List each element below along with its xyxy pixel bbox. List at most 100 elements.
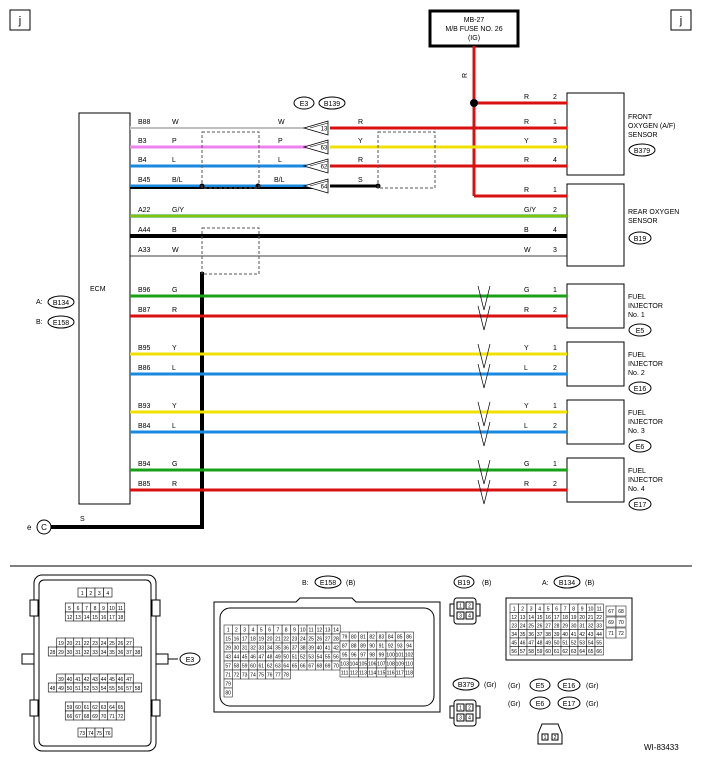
b134-pin-number: 46 [520,640,526,646]
e3-pin-number: 31 [75,650,81,656]
front-sensor-terminal: 4 [553,157,557,164]
e158-pin-number: 51 [292,655,298,661]
e3-pin-number: 21 [75,641,81,647]
e3-pin-number: 43 [92,677,98,683]
e3-pin-number: 37 [126,650,132,656]
e158-pin-number: 114 [368,671,376,677]
b134-pin-number: 51 [562,640,568,646]
e158-pin-number: 74 [250,673,256,679]
e158-pin-number: 112 [350,671,358,677]
injector-label: No. 2 [628,370,645,377]
e3-pin-number: 57 [126,686,132,692]
e158-pin-number: 38 [300,646,306,652]
e158-pin-number: 62 [267,664,273,670]
b379-connector-view: B379 (Gr) 1 2 3 4 [449,677,496,727]
joint-pin-label: 13 [321,127,328,133]
e158-pin-number: 49 [275,655,281,661]
b134-pin-number: 11 [597,606,602,612]
b134-pin-number: 17 [554,615,560,621]
injector-label: INJECTOR [628,419,663,426]
e158-pin-number: 4 [252,628,255,634]
ecm-wire-color: B [172,227,177,234]
svg-text:ECM: ECM [90,286,106,293]
e158-pin-number: 24 [300,637,306,643]
right-wire-color: L [524,423,528,430]
b134-pin-number: 42 [579,632,585,638]
e158-pin-number: 105 [359,662,368,668]
b134-pin-number: 38 [545,632,551,638]
svg-text:3: 3 [459,614,462,620]
terminal-number: 1 [553,461,557,468]
b134-pin-number: 71 [608,631,614,637]
e158-pin-number: 58 [234,664,240,670]
ground-symbol: e C S [27,516,85,535]
e158-pin-number: 79 [342,635,348,641]
b134-pin-number: 70 [618,620,624,626]
wire-break-symbol [477,421,491,447]
joint-pin-label: 64 [321,185,328,191]
b134-pin-number: 32 [588,623,594,629]
e158-pin-number: 47 [259,655,265,661]
svg-text:B19: B19 [458,580,471,587]
e158-pin-number: 63 [275,664,281,670]
injector-connector: E5 [636,328,645,335]
terminal-number: 2 [553,307,557,314]
wire-break-symbol [477,363,491,389]
e158-pin-number: 13 [325,628,331,634]
e158-pin-number: 46 [250,655,256,661]
e158-pin-number: 11 [308,628,313,634]
e3-pin-number: 23 [92,641,98,647]
e3-pin-number: 48 [50,686,56,692]
e158-pin-number: 108 [386,662,395,668]
e158-pin-number: 45 [242,655,248,661]
e3-pin-number: 14 [84,615,90,621]
ecm-wire-color: R [172,307,177,314]
e158-pin-number: 70 [333,664,339,670]
svg-text:REAR OXYGEN: REAR OXYGEN [628,209,679,216]
e158-pin-number: 71 [225,673,231,679]
svg-text:MB-27: MB-27 [464,17,485,24]
injector-label: FUEL [628,294,646,301]
e3-pin-number: 61 [84,705,90,711]
b134-pin-number: 66 [596,649,602,655]
b134-pin-number: 44 [596,632,602,638]
e3-pin-number: 6 [77,606,80,612]
e158-pin-number: 43 [225,655,231,661]
e158-pin-number: 117 [396,671,404,677]
ecm-pin-label: B84 [138,423,151,430]
b134-pin-number: 55 [596,640,602,646]
e158-pin-number: 23 [292,637,298,643]
b134-pin-number: 27 [545,623,551,629]
e158-pin-number: 72 [234,673,240,679]
e158-pin-number: 118 [405,671,413,677]
ecm-wire-color: Y [172,403,177,410]
right-wire-color: R [358,157,363,164]
e158-pin-number: 99 [379,653,385,659]
fuse-wire-label: R [462,73,469,78]
svg-text:B379: B379 [634,148,650,155]
b134-pin-number: 4 [538,606,541,612]
right-wire-color: R [524,307,529,314]
svg-text:(Gr): (Gr) [484,682,496,689]
e158-pin-number: 39 [308,646,314,652]
e158-pin-number: 20 [267,637,273,643]
e158-pin-number: 76 [267,673,273,679]
b134-pin-number: 67 [608,609,614,615]
joint-connector-labels: E3 B139 [293,96,346,110]
e158-pin-number: 67 [308,664,314,670]
b134-pin-number: 49 [545,640,551,646]
svg-text:2: 2 [468,706,471,712]
e158-pin-number: 26 [317,637,323,643]
e3-pin-number: 59 [67,705,73,711]
svg-text:2: 2 [468,604,471,610]
svg-text:B:: B: [302,580,309,587]
mid-wire-color: W [278,119,285,126]
e158-pin-number: 30 [234,646,240,652]
b134-pin-number: 26 [537,623,543,629]
b134-pin-number: 1 [513,606,516,612]
e158-pin [223,687,233,698]
e3-pin-number: 5 [68,606,71,612]
e3-pin-number: 1 [81,591,84,597]
diagram-id: WI-83433 [644,743,679,752]
e3-pin-number: 40 [67,677,73,683]
